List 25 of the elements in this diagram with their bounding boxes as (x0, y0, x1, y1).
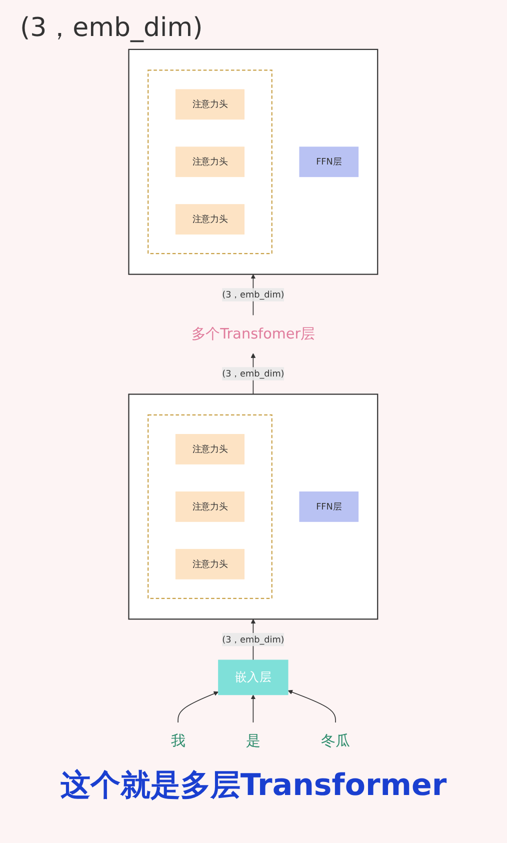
node-box: 注意力头 (176, 204, 245, 235)
node-box: 注意力头 (176, 434, 245, 464)
node-box: 嵌入层 (218, 660, 289, 696)
arrow (178, 691, 219, 723)
node-box: FFN层 (300, 146, 359, 178)
node-box: 注意力头 (176, 146, 245, 178)
node-text: 我 (171, 732, 186, 750)
caption: 这个就是多层Transformer (59, 767, 448, 805)
cluster (128, 48, 378, 275)
edge-label: (3，emb_dim) (222, 634, 285, 645)
edge-label: (3，emb_dim) (222, 289, 285, 300)
dimension-note: (3，emb_dim) (20, 12, 204, 45)
node-box: FFN层 (300, 491, 359, 522)
cluster (148, 414, 273, 599)
arrow (251, 694, 256, 723)
node-box: 注意力头 (176, 89, 245, 120)
node-text: 多个Transfomer层 (192, 326, 316, 342)
node-box: 注意力头 (176, 491, 245, 522)
node-text: 是 (246, 732, 261, 750)
arrow (288, 690, 336, 723)
edge-label: (3，emb_dim) (222, 368, 285, 379)
cluster (148, 70, 273, 254)
node-box: 注意力头 (176, 548, 245, 580)
cluster (128, 394, 378, 620)
node-text: 冬瓜 (321, 732, 350, 750)
